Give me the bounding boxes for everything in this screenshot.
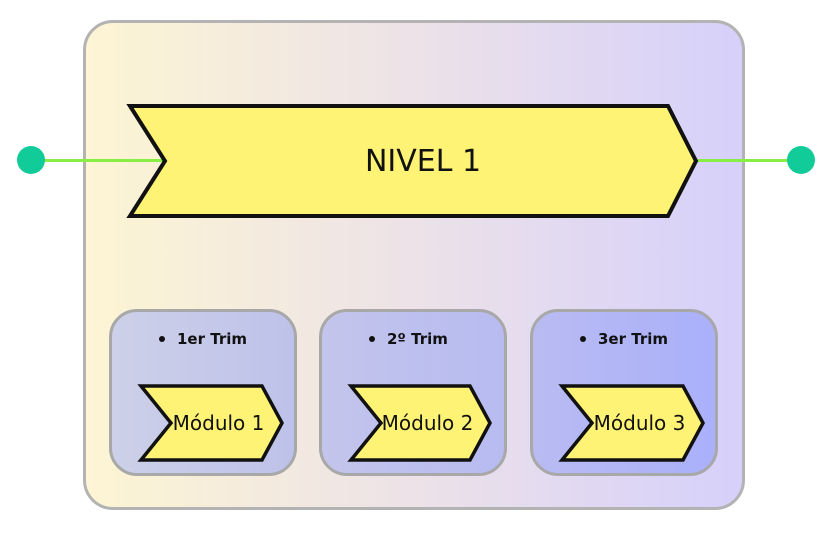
level-chevron-shape <box>126 104 699 218</box>
left-connector-line <box>31 159 165 162</box>
right-connector-line <box>690 159 802 162</box>
module-chevron-shape <box>558 384 705 462</box>
trimester-text: 3er Trim <box>598 330 668 348</box>
bullet-icon <box>580 336 586 342</box>
module-chevron-shape <box>137 384 284 462</box>
level-chevron: NIVEL 1 <box>126 104 699 218</box>
module-label: Módulo 1 <box>172 411 265 435</box>
right-endpoint-dot <box>787 146 815 174</box>
left-endpoint-dot <box>17 146 45 174</box>
bullet-icon <box>369 336 375 342</box>
trimester-text: 2º Trim <box>387 330 448 348</box>
bullet-icon <box>159 336 165 342</box>
module-label: Módulo 2 <box>381 411 474 435</box>
trimester-label-1: 1er Trim <box>159 330 247 348</box>
module-chevron-2: Módulo 2 <box>347 384 492 462</box>
trimester-text: 1er Trim <box>177 330 247 348</box>
module-chevron-1: Módulo 1 <box>137 384 284 462</box>
trimester-label-3: 3er Trim <box>580 330 668 348</box>
trimester-label-2: 2º Trim <box>369 330 448 348</box>
module-label: Módulo 3 <box>593 411 686 435</box>
module-chevron-3: Módulo 3 <box>558 384 705 462</box>
module-chevron-shape <box>347 384 492 462</box>
level-title: NIVEL 1 <box>364 143 482 179</box>
